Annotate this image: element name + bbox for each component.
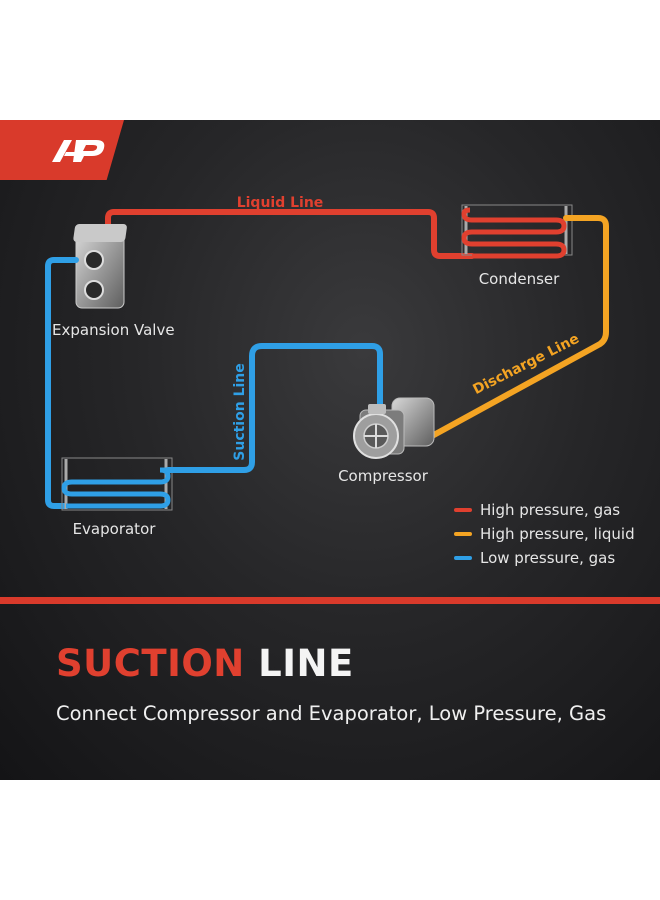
legend-swatch-high-liquid xyxy=(454,532,472,536)
legend-label: Low pressure, gas xyxy=(480,549,616,567)
title-rest: LINE xyxy=(258,642,354,685)
section-divider xyxy=(0,597,660,604)
discharge-line-pipe xyxy=(429,215,609,439)
legend-swatch-low-gas xyxy=(454,556,472,560)
compressor-label: Compressor xyxy=(338,467,429,485)
evaporator-coil xyxy=(61,457,173,511)
legend-item: High pressure, gas xyxy=(454,498,635,522)
page-title: SUCTION LINE xyxy=(56,642,354,685)
refrigerant-cycle-diagram: Liquid Line Condenser Expansion Valve Su… xyxy=(45,195,609,538)
legend-swatch-high-gas xyxy=(454,508,472,512)
suction-line-pipe xyxy=(165,343,383,473)
suction-line-label: Suction Line xyxy=(232,363,248,460)
expansion-valve-label: Expansion Valve xyxy=(52,321,175,339)
title-accent: SUCTION xyxy=(56,642,245,685)
compressor-icon xyxy=(353,397,435,459)
legend-item: Low pressure, gas xyxy=(454,546,635,570)
legend-label: High pressure, gas xyxy=(480,501,621,519)
brand-logo-bar xyxy=(0,120,124,180)
diagram-panel: Liquid Line Condenser Expansion Valve Su… xyxy=(0,120,660,780)
legend-item: High pressure, liquid xyxy=(454,522,635,546)
liquid-line-label: Liquid Line xyxy=(237,195,324,211)
condenser-coil xyxy=(461,204,573,259)
legend-label: High pressure, liquid xyxy=(480,525,635,543)
page-subtitle: Connect Compressor and Evaporator, Low P… xyxy=(56,702,607,725)
low-pressure-pipe-left xyxy=(45,257,79,509)
evaporator-label: Evaporator xyxy=(73,520,157,538)
pressure-legend: High pressure, gas High pressure, liquid… xyxy=(454,498,635,570)
expansion-valve-icon xyxy=(73,224,127,309)
condenser-label: Condenser xyxy=(479,270,560,288)
brand-logo-icon xyxy=(52,140,105,162)
liquid-line-pipe xyxy=(105,209,475,259)
